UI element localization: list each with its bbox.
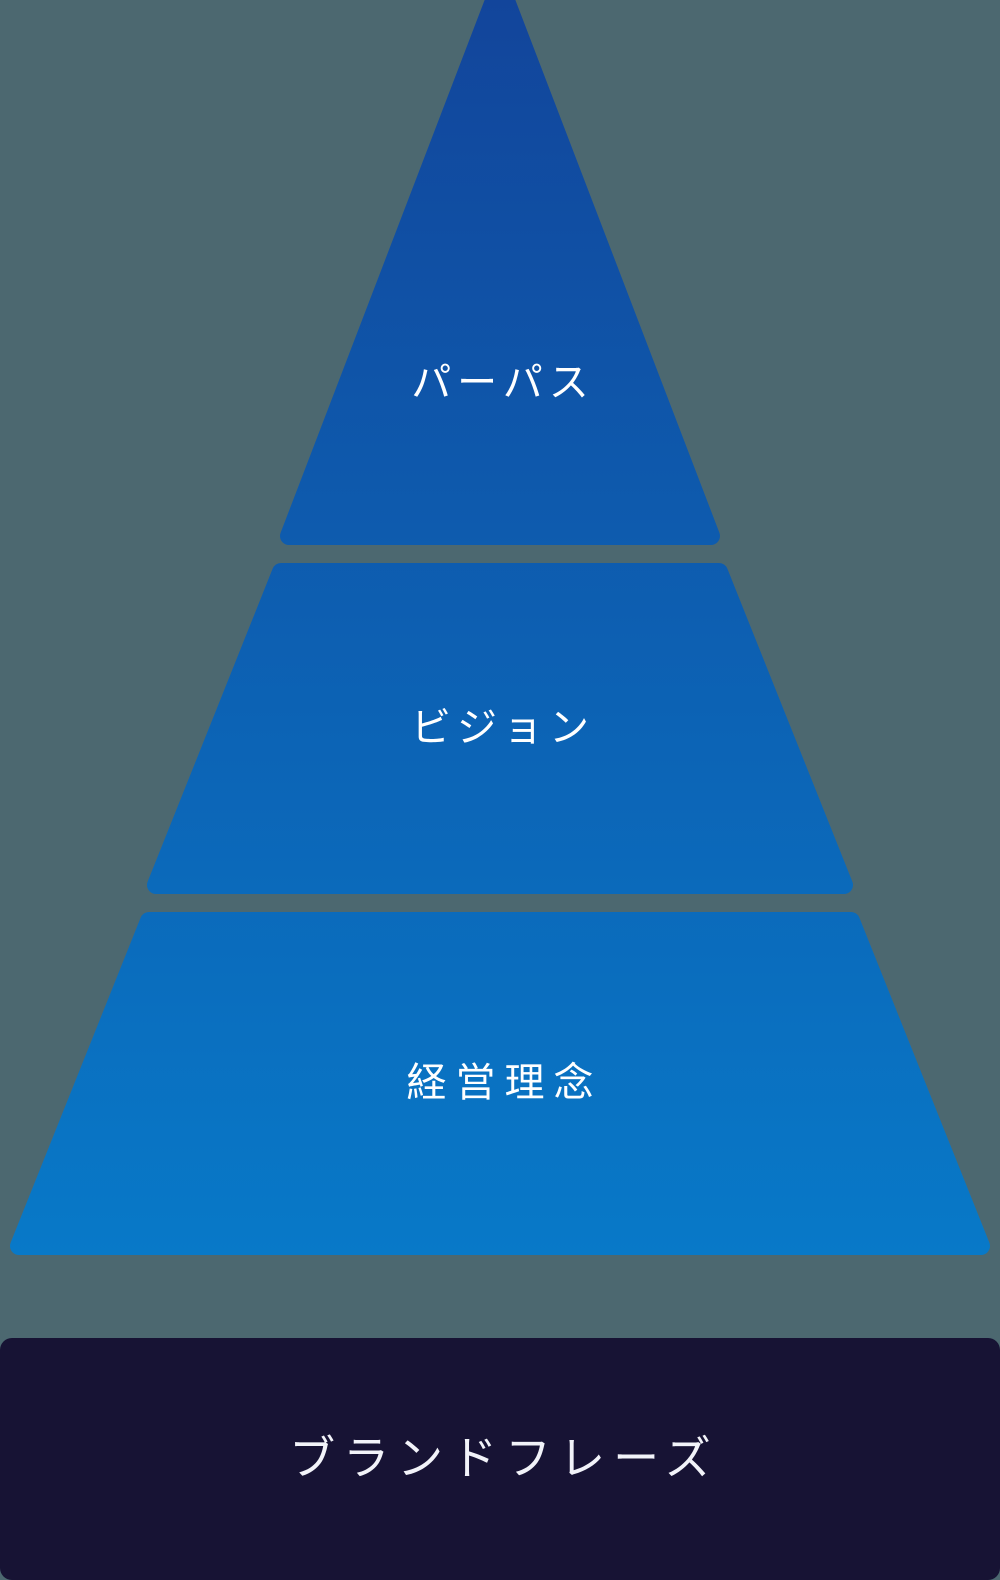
pyramid-tier-philosophy: [10, 912, 990, 1255]
pyramid-tier-vision: [147, 563, 853, 894]
tier-label-philosophy: 経営理念: [406, 1060, 603, 1105]
tier-label-purpose: パーパス: [411, 360, 595, 405]
pyramid-graphic: [10, 0, 990, 1255]
brand-phrase-label: ブランドフレーズ: [289, 1433, 719, 1484]
pyramid-tier-purpose: [280, 0, 720, 545]
brand-phrase-bar: ブランドフレーズ: [0, 1338, 1000, 1580]
tier-label-vision: ビジョン: [411, 705, 595, 750]
